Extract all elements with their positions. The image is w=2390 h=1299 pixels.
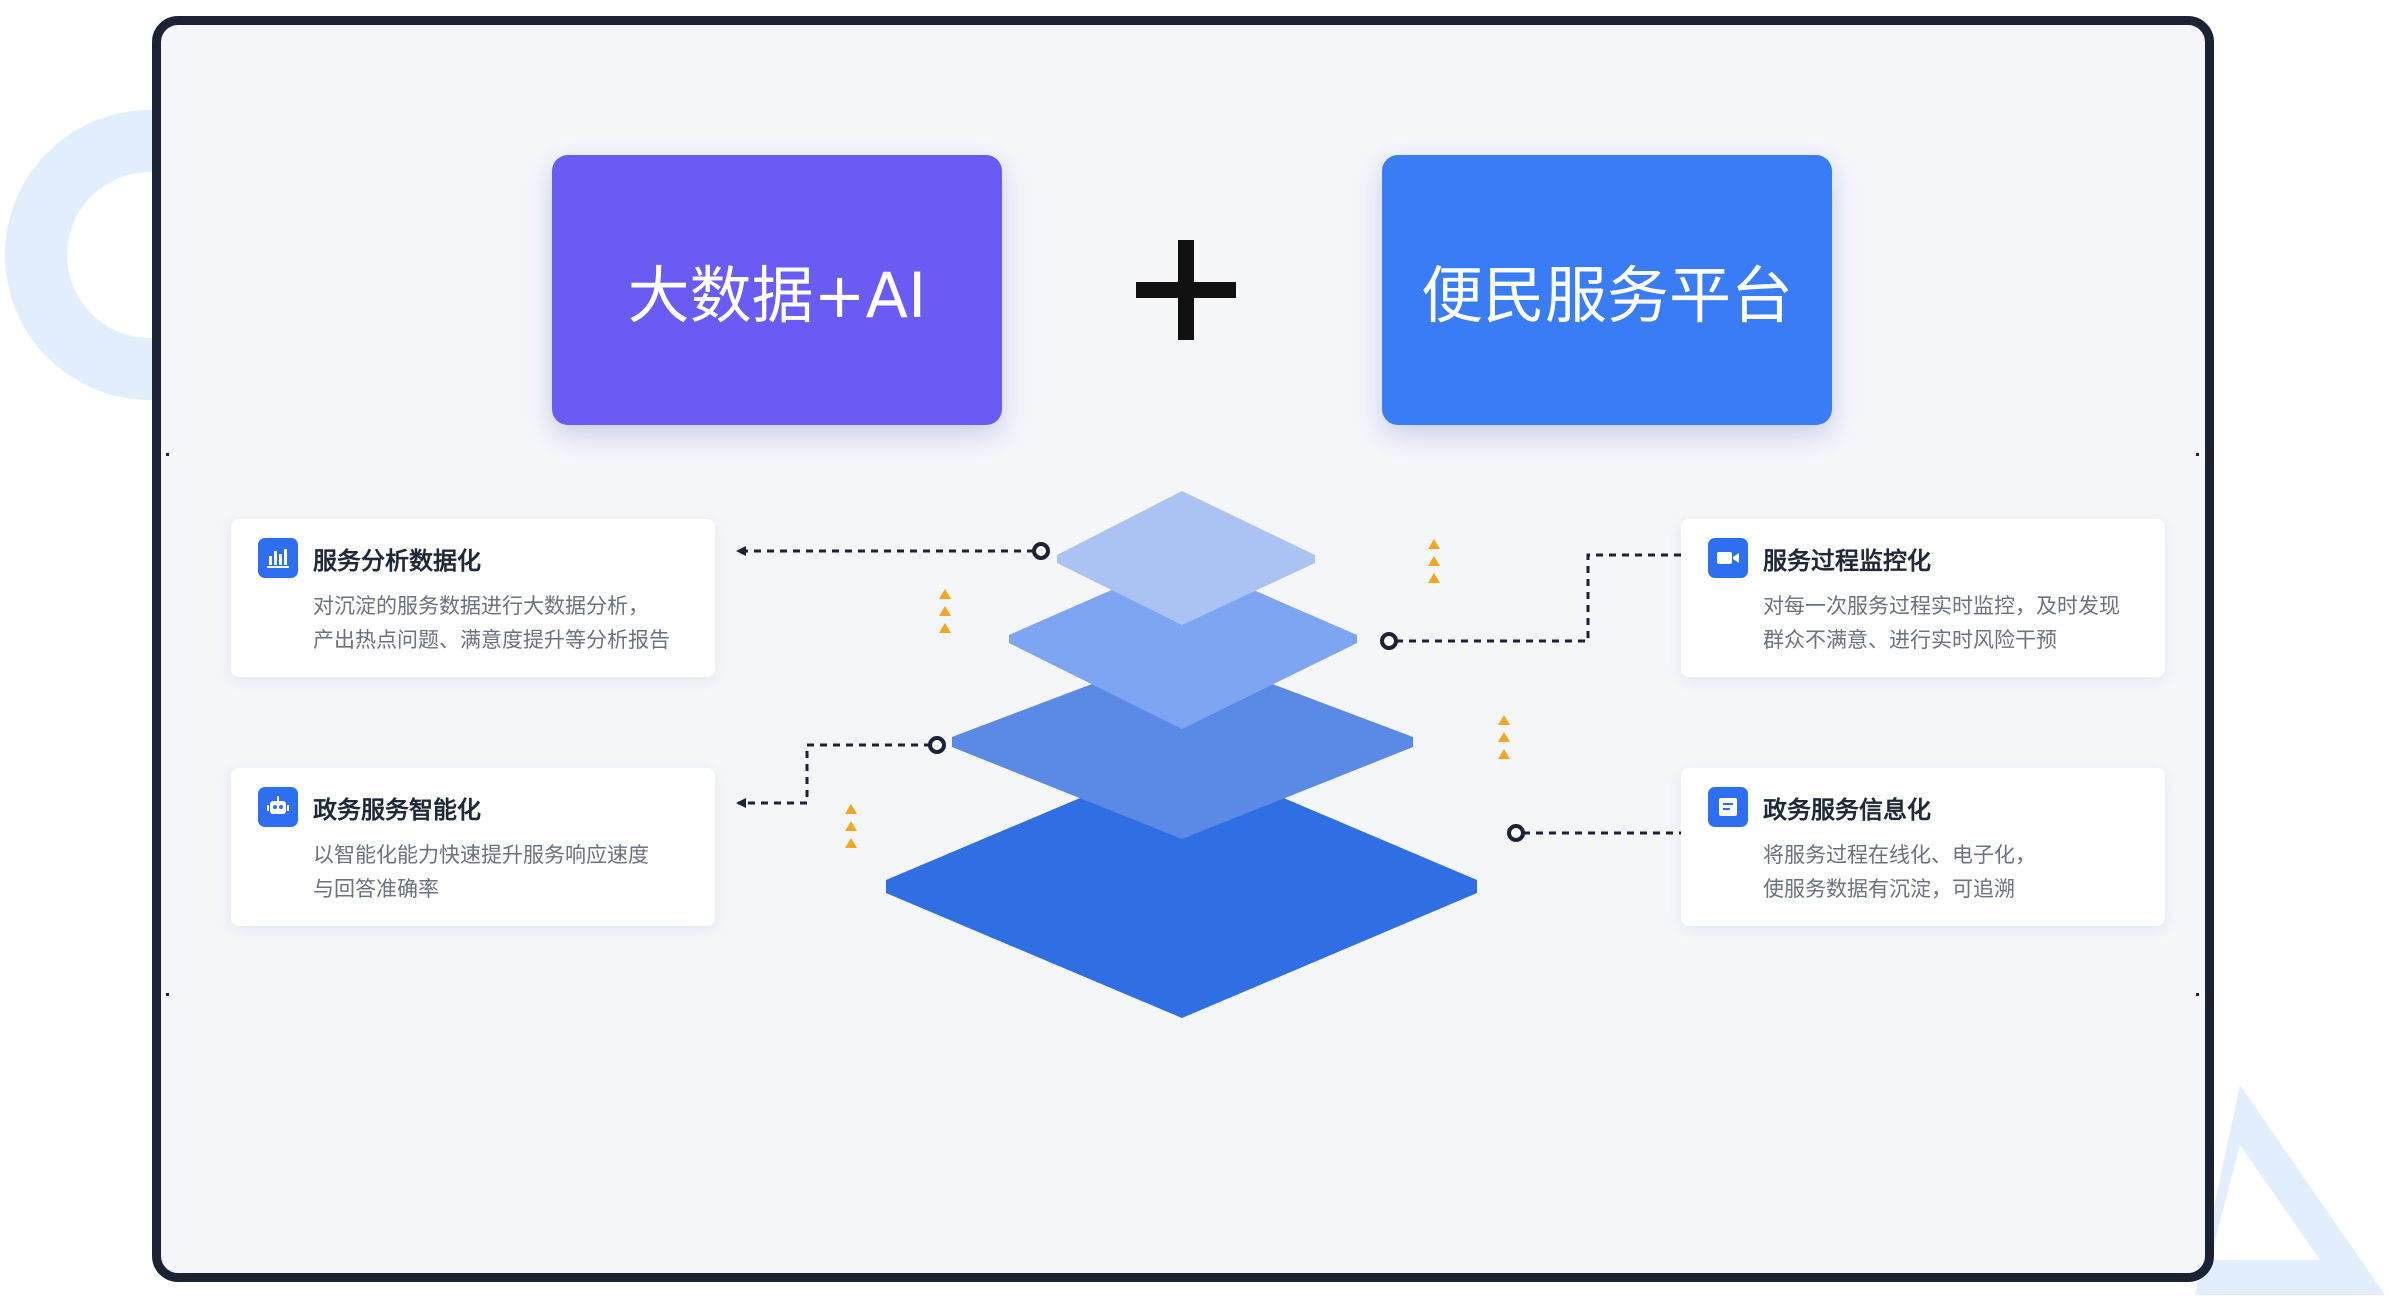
plus-icon [1136, 240, 1236, 340]
zone-corner-mark [166, 453, 169, 456]
zone-corner-mark [166, 993, 169, 996]
card-desc-line: 对沉淀的服务数据进行大数据分析， [313, 594, 649, 618]
up-chevron-icon [1498, 715, 1510, 759]
card-desc-line: 产出热点问题、满意度提升等分析报告 [313, 628, 670, 652]
connector-node [928, 736, 946, 754]
card-service-digitization: 政务服务信息化 将服务过程在线化、电子化， 使服务数据有沉淀，可追溯 [1681, 768, 2165, 926]
card-description: 以智能化能力快速提升服务响应速度 与回答准确率 [313, 838, 649, 906]
connector-bottom-left [736, 743, 931, 808]
main-panel: 大数据+AI 便民服务平台 [152, 16, 2214, 1282]
up-chevron-icon [845, 804, 857, 848]
bar-chart-icon [258, 538, 298, 578]
card-desc-line: 使服务数据有沉淀，可追溯 [1763, 877, 2015, 901]
card-smart-service: 政务服务智能化 以智能化能力快速提升服务响应速度 与回答准确率 [231, 768, 715, 926]
stack-layer-3 [952, 650, 1413, 839]
card-title: 服务过程监控化 [1763, 547, 1931, 575]
up-chevron-icon [939, 589, 951, 633]
up-chevron-icon [1428, 539, 1440, 583]
layer-stack-diagram [736, 491, 1697, 1018]
card-description: 对沉淀的服务数据进行大数据分析， 产出热点问题、满意度提升等分析报告 [313, 589, 670, 657]
big-data-ai-label: 大数据+AI [627, 259, 927, 332]
service-platform-label: 便民服务平台 [1420, 259, 1793, 332]
big-data-ai-box: 大数据+AI [552, 155, 1002, 425]
stack-layers [886, 491, 1477, 1018]
robot-icon [258, 787, 298, 827]
card-desc-line: 与回答准确率 [313, 877, 439, 901]
card-title: 服务分析数据化 [313, 547, 481, 575]
accent-arrows [845, 539, 1510, 848]
connector-node [1380, 632, 1398, 650]
card-description: 对每一次服务过程实时监控，及时发现 群众不满意、进行实时风险干预 [1763, 589, 2120, 657]
card-description: 将服务过程在线化、电子化， 使服务数据有沉淀，可追溯 [1763, 838, 2036, 906]
zone-corner-mark [2196, 453, 2199, 456]
card-desc-line: 对每一次服务过程实时监控，及时发现 [1763, 594, 2120, 618]
stack-layer-4 [886, 755, 1477, 1018]
card-desc-line: 将服务过程在线化、电子化， [1763, 843, 2036, 867]
document-icon [1708, 787, 1748, 827]
card-data-analysis: 服务分析数据化 对沉淀的服务数据进行大数据分析， 产出热点问题、满意度提升等分析… [231, 519, 715, 677]
card-title: 政务服务智能化 [313, 796, 481, 824]
connector-lines [736, 546, 1697, 838]
connector-node [1032, 542, 1050, 560]
card-desc-line: 以智能化能力快速提升服务响应速度 [313, 843, 649, 867]
decorative-triangle [2195, 1085, 2385, 1295]
card-process-monitoring: 服务过程监控化 对每一次服务过程实时监控，及时发现 群众不满意、进行实时风险干预 [1681, 519, 2165, 677]
card-desc-line: 群众不满意、进行实时风险干预 [1763, 628, 2057, 652]
service-platform-box: 便民服务平台 [1382, 155, 1832, 425]
connector-top-right [1396, 550, 1697, 643]
stack-layer-1 [1057, 491, 1315, 625]
stack-layer-2 [1009, 559, 1357, 729]
zone-corner-mark [2196, 993, 2199, 996]
card-title: 政务服务信息化 [1763, 796, 1931, 824]
connector-nodes [928, 542, 1525, 842]
connector-node [1507, 824, 1525, 842]
video-camera-icon [1708, 538, 1748, 578]
